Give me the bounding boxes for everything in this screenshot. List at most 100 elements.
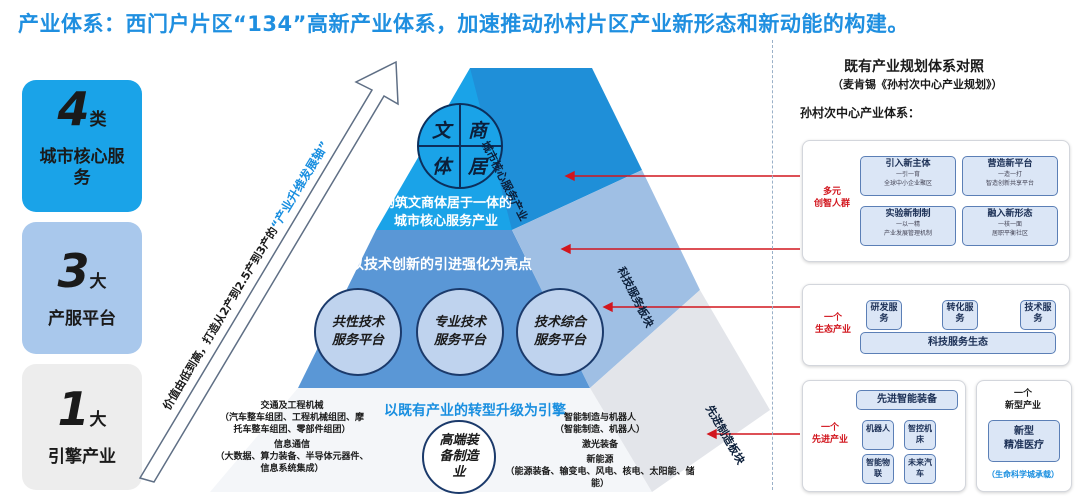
pill-future-car: 未来汽车 bbox=[904, 454, 936, 484]
industry-line: 托车整车组团、零部件组团） bbox=[233, 425, 351, 435]
pill-sub-1: 一以一精 bbox=[895, 221, 920, 228]
industry-line: （大数据、算力装备、半导体元器件、 bbox=[215, 452, 369, 462]
platform-circle-common: 共性技术服务平台 bbox=[314, 288, 402, 376]
bottom-right-industries: 智能制造与机器人 （智能制造、机器人） 激光装备 新能源 （能源装备、输变电、风… bbox=[500, 412, 700, 490]
circle-line-1: 技术综合 bbox=[533, 315, 586, 330]
pill-rd-service: 研发服务 bbox=[866, 300, 902, 330]
pill-new-mechanism: 实验新制制一以一精产业发展管理机制 bbox=[860, 206, 956, 246]
pill-new-platform: 营造新平台一造一打智造创新共享平台 bbox=[962, 156, 1058, 196]
circle-line-2: 服务平台 bbox=[533, 333, 586, 348]
platform-circle-integrated: 技术综合服务平台 bbox=[516, 288, 604, 376]
pill-sub-2: 智造创新共享平台 bbox=[985, 180, 1034, 187]
card-unit: 类 bbox=[89, 110, 107, 130]
circle-line-2: 服务平台 bbox=[331, 333, 384, 348]
side-card-4: 4类 城市核心服务 bbox=[22, 80, 142, 212]
industry-line: 新能源 bbox=[586, 455, 614, 465]
pill-smart-iot: 智能物联 bbox=[862, 454, 894, 484]
connector-arrowhead-4 bbox=[706, 428, 717, 440]
pill-sub-1: 一造一打 bbox=[997, 171, 1022, 178]
circle-line-2: 备制造 bbox=[439, 449, 479, 464]
quadrant-commerce: 商 bbox=[468, 120, 488, 142]
pill-smart-machine-tool: 智控机床 bbox=[904, 420, 936, 450]
card-label: 产服平台 bbox=[48, 309, 116, 329]
box4-top-label: 一个 新型产业 bbox=[976, 388, 1070, 412]
development-axis-arrow bbox=[138, 60, 399, 483]
right-panel-heading: 既有产业规划体系对照 bbox=[844, 59, 984, 75]
card-unit: 大 bbox=[89, 410, 107, 430]
bottom-left-industries: 交通及工程机械 （汽车整车组团、工程机械组团、摩 托车整车组团、零部件组团） 信… bbox=[192, 400, 392, 475]
box3-red-label: 一个 先进产业 bbox=[808, 422, 852, 446]
high-end-equipment-circle: 高端装备制造业 bbox=[422, 420, 496, 494]
connector-arrowhead-3 bbox=[602, 301, 613, 313]
red-line-2: 生态产业 bbox=[814, 325, 851, 335]
red-line-2: 创智人群 bbox=[813, 199, 850, 209]
side-card-1: 1大 引擎产业 bbox=[22, 364, 142, 490]
platform-circle-professional: 专业技术服务平台 bbox=[416, 288, 504, 376]
side-band-mid bbox=[512, 170, 700, 388]
red-line-2: 先进产业 bbox=[811, 435, 848, 445]
bottom-band-title: 以既有产业的转型升级为引擎 bbox=[384, 403, 566, 419]
industry-line: 智能制造与机器人 bbox=[563, 413, 636, 423]
connector-arrowhead-2 bbox=[560, 243, 571, 255]
pill-transfer-service: 转化服务 bbox=[942, 300, 978, 330]
page-title: 产业体系：西门户片区“134”高新产业体系，加速推动孙村片区产业新形态和新动能的… bbox=[18, 12, 909, 36]
right-panel-subheading: （麦肯锡《孙村次中心产业规划》） bbox=[832, 78, 1003, 91]
pill-line-1: 新型 bbox=[1014, 426, 1034, 437]
circle-line-2: 服务平台 bbox=[433, 333, 486, 348]
card-number: 1 bbox=[57, 382, 90, 436]
quadrant-sports: 体 bbox=[432, 156, 452, 178]
box2-red-label: 一个 生态产业 bbox=[810, 312, 856, 336]
quadrant-living: 居 bbox=[468, 156, 488, 178]
industry-line: 信息系统集成） bbox=[260, 464, 324, 474]
side-card-3: 3大 产服平台 bbox=[22, 222, 142, 354]
pill-tech-service: 技术服务 bbox=[1020, 300, 1056, 330]
section-divider bbox=[772, 40, 773, 490]
pill-title: 融入新形态 bbox=[987, 209, 1033, 219]
pill-sub-1: 一引一育 bbox=[895, 171, 920, 178]
card-label: 城市核心服务 bbox=[39, 147, 125, 188]
red-line-1: 一个 bbox=[823, 313, 842, 323]
pill-title: 实验新制制 bbox=[885, 209, 931, 219]
pill-sub-2: 居职平衡社区 bbox=[991, 230, 1028, 237]
pill-title: 营造新平台 bbox=[987, 159, 1033, 169]
card-label: 引擎产业 bbox=[48, 447, 116, 467]
pill-precision-medicine: 新型 精准医疗 bbox=[988, 420, 1060, 462]
bar-tech-service-ecosystem: 科技服务生态 bbox=[860, 332, 1056, 354]
life-science-city-note: （生命科学城承载） bbox=[987, 470, 1059, 479]
industry-line: （汽车整车组团、工程机械组团、摩 bbox=[219, 413, 364, 423]
pill-line-2: 精准医疗 bbox=[1004, 440, 1044, 451]
card-unit: 大 bbox=[89, 272, 107, 292]
pill-new-entity: 引入新主体一引一育全球中小企业聚区 bbox=[860, 156, 956, 196]
top-caption-1: 构筑文商体居于一体的 bbox=[382, 196, 513, 211]
quadrant-culture: 文 bbox=[432, 120, 452, 142]
industry-line: （智能制造、机器人） bbox=[554, 425, 645, 435]
system-label: 孙村次中心产业体系： bbox=[800, 106, 921, 120]
connector-arrowhead-1 bbox=[564, 170, 575, 182]
top-line-2: 新型产业 bbox=[1004, 401, 1041, 411]
industry-line: 信息通信 bbox=[273, 440, 310, 450]
red-line-1: 多元 bbox=[822, 187, 841, 197]
circle-line-1: 专业技术 bbox=[433, 315, 486, 330]
card-number: 3 bbox=[57, 244, 90, 298]
pill-new-form: 融入新形态一核一面居职平衡社区 bbox=[962, 206, 1058, 246]
side-band-top bbox=[470, 68, 642, 230]
pill-sub-2: 全球中小企业聚区 bbox=[883, 180, 932, 187]
industry-line: 交通及工程机械 bbox=[260, 401, 324, 411]
pill-sub-2: 产业发展管理机制 bbox=[883, 230, 932, 237]
pill-smart-equipment: 先进智能装备 bbox=[856, 390, 958, 410]
pill-title: 引入新主体 bbox=[885, 159, 931, 169]
box1-red-label: 多元 创智人群 bbox=[812, 186, 852, 210]
red-line-1: 一个 bbox=[820, 423, 839, 433]
circle-line-1: 高端装 bbox=[439, 433, 479, 448]
pill-robot: 机器人 bbox=[862, 420, 894, 450]
circle-line-1: 共性技术 bbox=[331, 315, 384, 330]
side-band-bottom bbox=[590, 290, 770, 492]
circle-line-3: 业 bbox=[452, 465, 466, 480]
industry-line: 激光装备 bbox=[581, 440, 618, 450]
top-line-1: 一个 bbox=[1013, 389, 1032, 399]
top-caption-2: 城市核心服务产业 bbox=[394, 214, 499, 229]
pill-sub-1: 一核一面 bbox=[997, 221, 1022, 228]
card-number: 4 bbox=[57, 82, 90, 136]
industry-line: （能源装备、输变电、风电、核电、太阳能、储能） bbox=[505, 467, 695, 489]
mid-band-title: 以技术创新的引进强化为亮点 bbox=[350, 257, 532, 273]
